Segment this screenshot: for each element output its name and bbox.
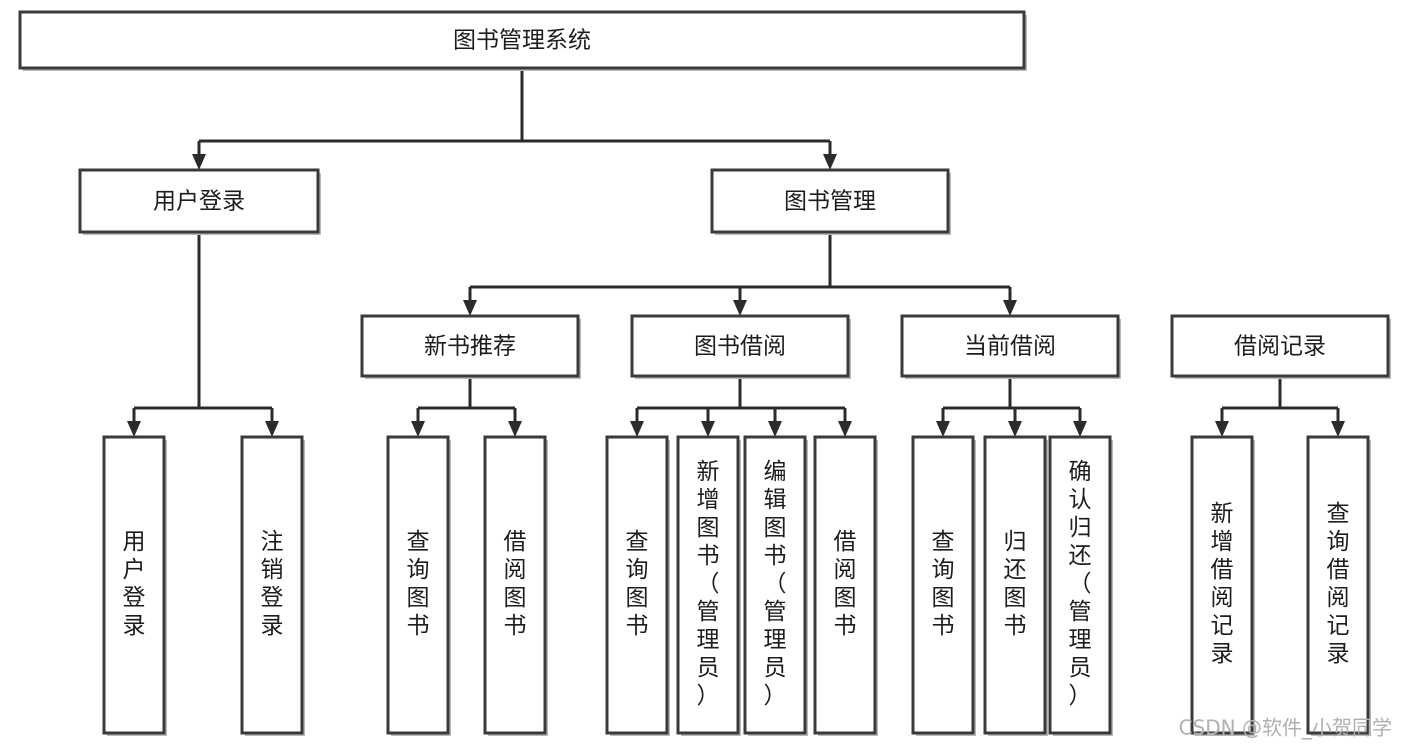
connector-arrowhead [936,421,950,437]
node-box[interactable] [676,435,740,735]
node-box[interactable] [1170,314,1390,378]
node-box[interactable] [1190,435,1254,735]
node-label: 借阅图书 [834,529,857,639]
node-box[interactable] [240,435,304,735]
node-box[interactable] [900,314,1120,378]
node-box[interactable] [483,435,547,735]
node-box[interactable] [710,168,950,234]
node-leaf-rec-query-record[interactable]: 查询借阅记录 [1306,435,1371,736]
connector-arrowhead [463,300,477,316]
node-leaf-cur-confirm-return[interactable]: 确认归还（管理员） [1048,435,1113,736]
node-user-login[interactable]: 用户登录 [78,168,321,235]
node-label: 查询图书 [932,529,955,639]
connector-arrowhead [701,421,715,437]
node-leaf-rec-borrow-book[interactable]: 借阅图书 [483,435,548,736]
node-leaf-borrow-borrow-book[interactable]: 借阅图书 [813,435,878,736]
node-label: 注销登录 [261,529,284,639]
connector-arrowhead [192,154,206,170]
node-label: 编辑图书（管理员） [764,459,787,709]
connector-arrowhead [1073,421,1087,437]
node-box[interactable] [1306,435,1370,735]
node-label: 新增借阅记录 [1211,501,1234,667]
connector-arrowhead [265,421,279,437]
node-leaf-cur-query-book[interactable]: 查询图书 [911,435,976,736]
connector-arrowhead [508,421,522,437]
node-label: 图书借阅 [694,334,786,360]
node-new-book-rec[interactable]: 新书推荐 [360,314,581,379]
node-box[interactable] [605,435,669,735]
connector-arrowhead [630,421,644,437]
node-label: 借阅图书 [504,529,527,639]
node-label: 确认归还（管理员） [1069,459,1092,709]
node-leaf-user-login[interactable]: 用户登录 [102,435,167,736]
node-layer: 图书管理系统用户登录图书管理新书推荐图书借阅当前借阅借阅记录用户登录注销登录查询… [18,10,1391,736]
node-label: 用户登录 [153,189,245,215]
node-label: 归还图书 [1004,529,1027,639]
node-book-borrow[interactable]: 图书借阅 [630,314,851,379]
node-box[interactable] [630,314,850,378]
node-label: 当前借阅 [964,334,1056,360]
node-box[interactable] [743,435,807,735]
connector-arrowhead [823,154,837,170]
node-book-manage[interactable]: 图书管理 [710,168,951,235]
node-root[interactable]: 图书管理系统 [18,10,1027,71]
connector-arrowhead [411,421,425,437]
connector-arrowhead [127,421,141,437]
connector-arrowhead [1215,421,1229,437]
node-leaf-user-logout[interactable]: 注销登录 [240,435,305,736]
node-box[interactable] [1048,435,1112,735]
node-label: 查询图书 [407,529,430,639]
node-label: 查询图书 [626,529,649,639]
connector-arrowhead [838,421,852,437]
node-leaf-borrow-query-book[interactable]: 查询图书 [605,435,670,736]
csdn-watermark: CSDN @软件_小贺同学 [1179,716,1392,740]
node-label: 新增图书（管理员） [697,459,720,709]
node-box[interactable] [78,168,320,234]
connector-arrowhead [768,421,782,437]
node-box[interactable] [360,314,580,378]
node-leaf-rec-add-record[interactable]: 新增借阅记录 [1190,435,1255,736]
node-box[interactable] [386,435,450,735]
node-leaf-rec-query-book[interactable]: 查询图书 [386,435,451,736]
node-label: 新书推荐 [424,334,516,360]
node-borrow-record[interactable]: 借阅记录 [1170,314,1391,379]
connector-arrowhead [1008,421,1022,437]
node-box[interactable] [813,435,877,735]
connector-arrowhead [1331,421,1345,437]
node-label: 图书管理系统 [453,28,591,54]
node-box[interactable] [18,10,1026,70]
connector-arrowhead [733,300,747,316]
node-label: 借阅记录 [1234,334,1326,360]
connector-arrowhead [1003,300,1017,316]
node-label: 图书管理 [784,189,876,215]
node-label: 查询借阅记录 [1327,501,1350,667]
node-box[interactable] [911,435,975,735]
node-current-borrow[interactable]: 当前借阅 [900,314,1121,379]
node-label: 用户登录 [123,529,146,639]
node-leaf-borrow-add-book[interactable]: 新增图书（管理员） [676,435,741,736]
node-box[interactable] [102,435,166,735]
node-leaf-cur-return-book[interactable]: 归还图书 [983,435,1048,736]
node-leaf-borrow-edit-book[interactable]: 编辑图书（管理员） [743,435,808,736]
node-box[interactable] [983,435,1047,735]
connector-layer [127,68,1345,437]
